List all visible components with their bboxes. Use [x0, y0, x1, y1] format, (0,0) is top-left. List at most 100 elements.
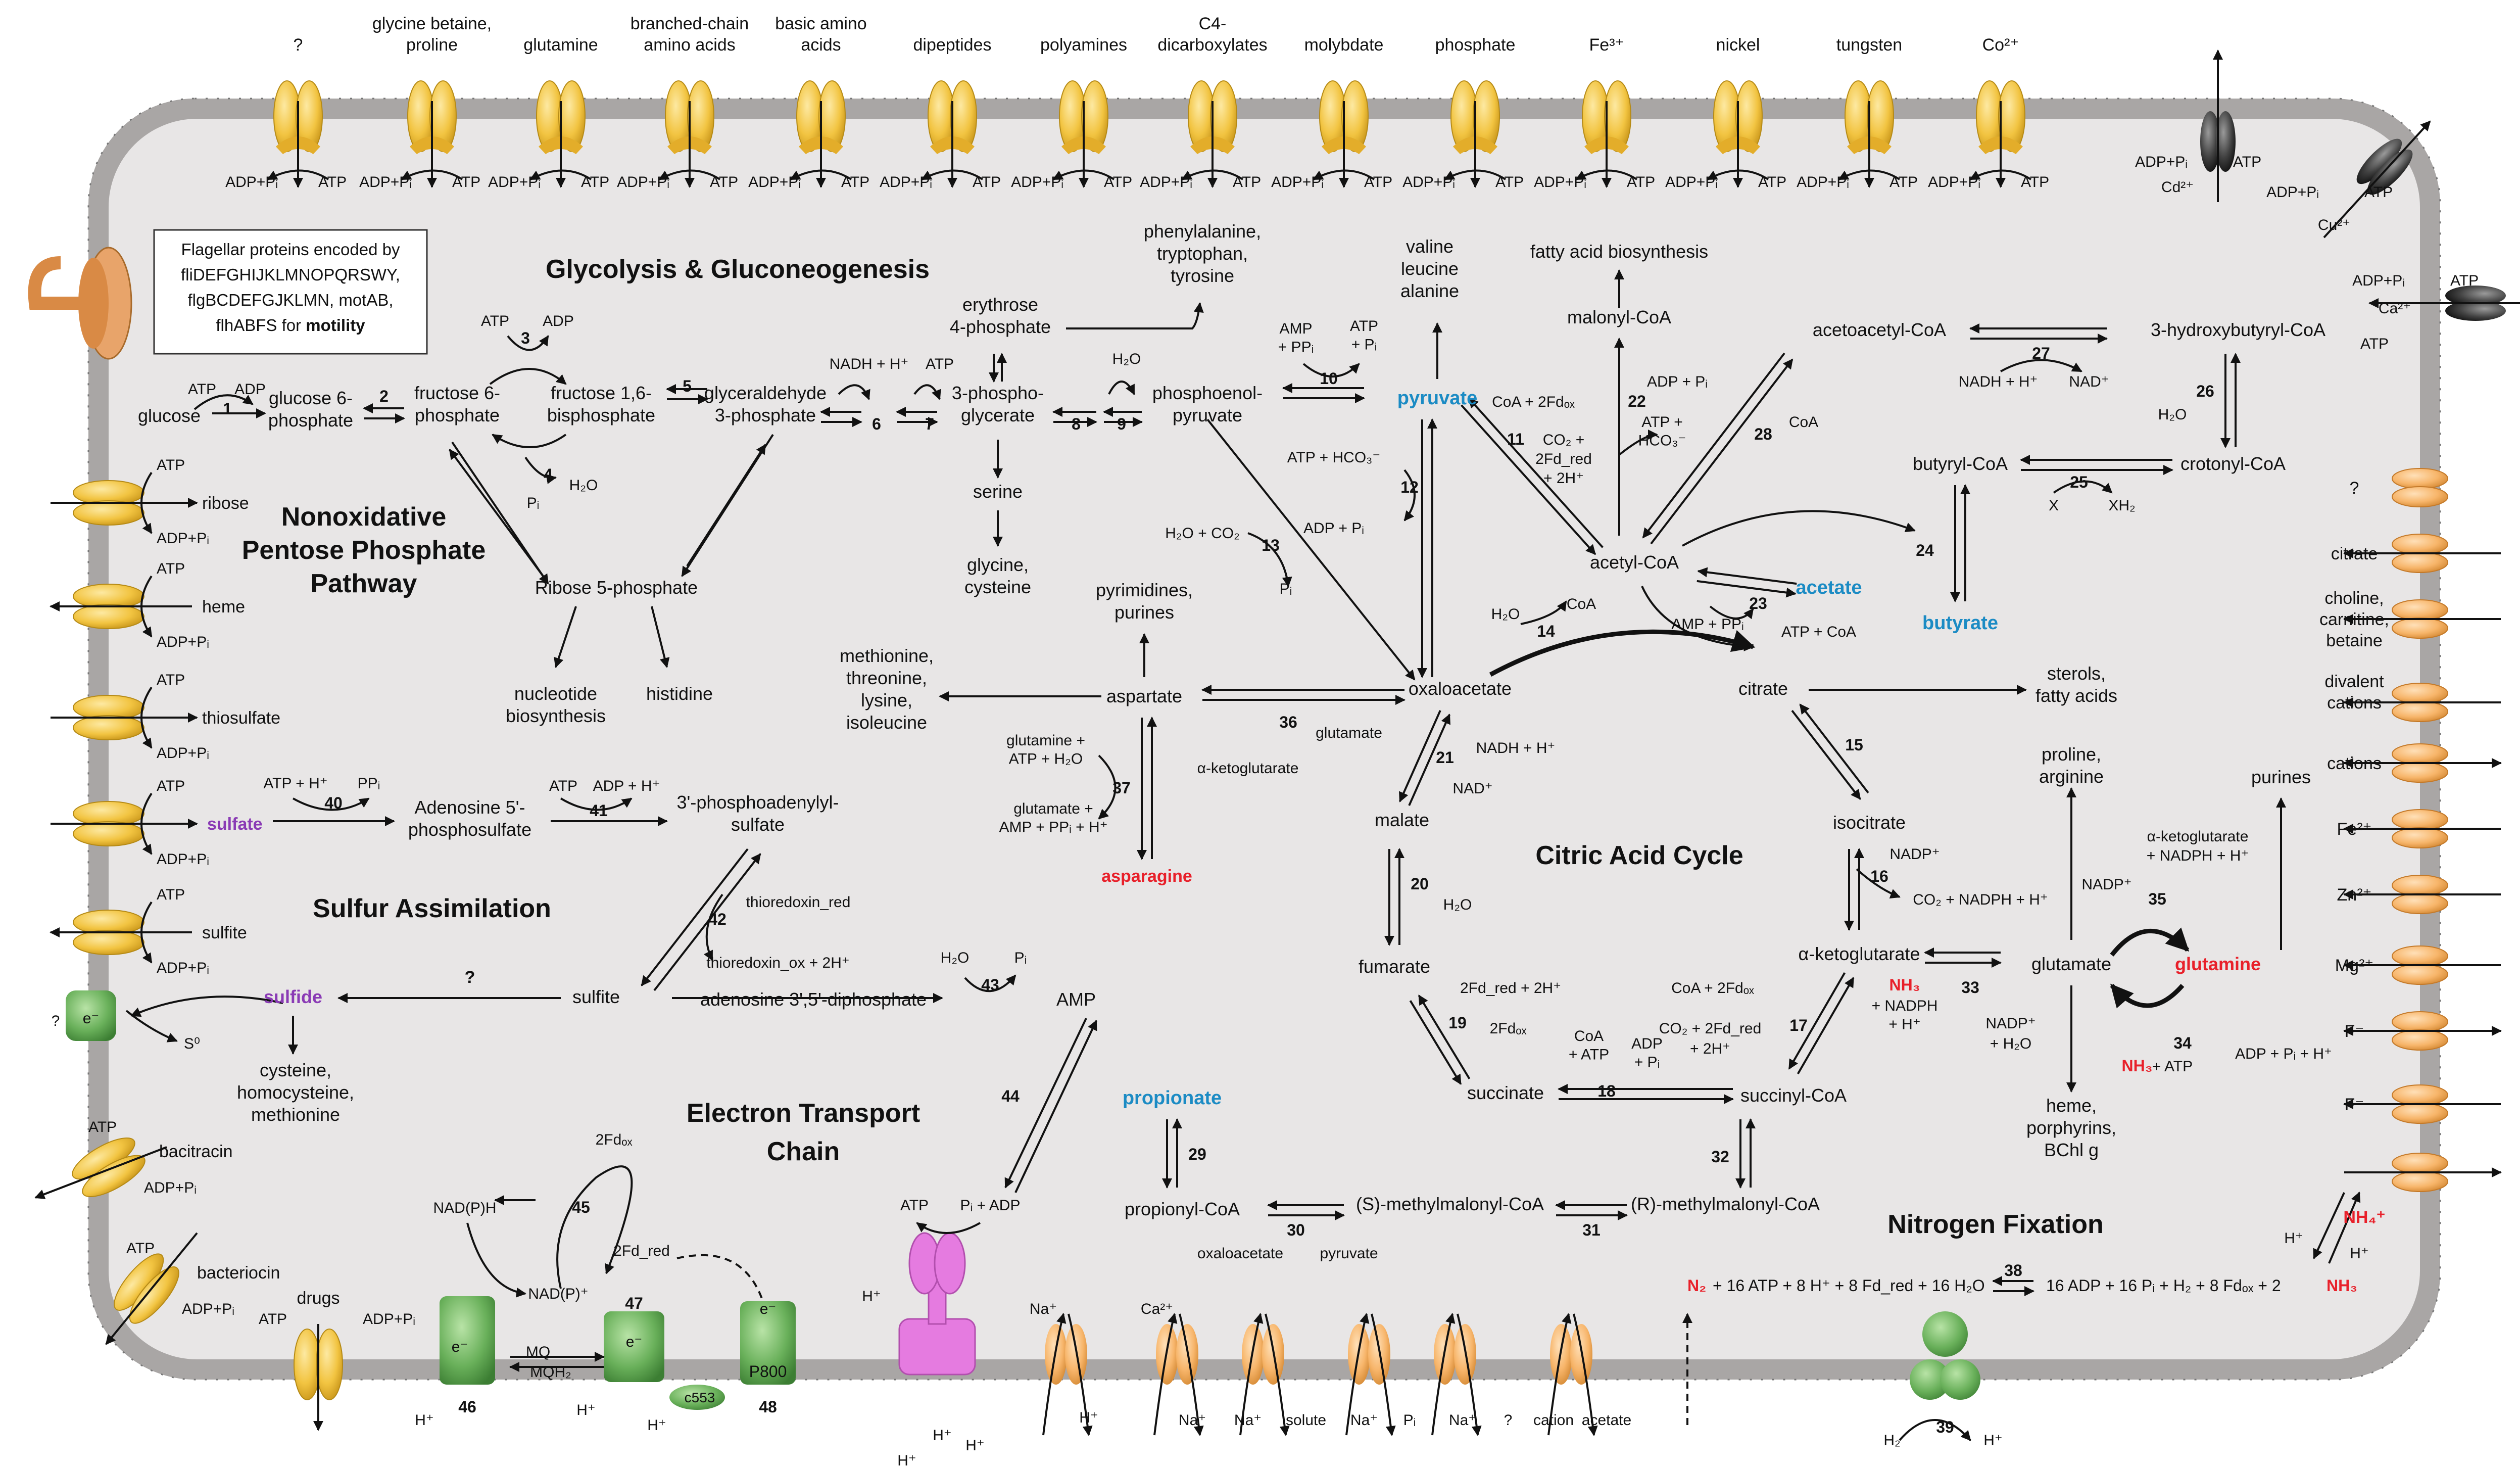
abc-transporter-diag — [114, 1253, 179, 1324]
adp-label: ADP+Pᵢ — [1928, 174, 1980, 191]
sdh-arrow — [1418, 995, 1471, 1079]
sterols-fatty-acids: sterols,fatty acids — [2036, 663, 2117, 706]
glutamate: glutamate — [2031, 954, 2111, 974]
right-substrate-1: citrate — [2331, 544, 2378, 563]
butyryl-coa-transferase-arrow — [1682, 510, 1916, 547]
label-coa_atp18: CoA+ ATP — [1569, 1028, 1609, 1063]
atp-hydrolysis-arrow — [1575, 169, 1638, 180]
serine: serine — [973, 481, 1023, 502]
adp-label: ADP+Pᵢ — [225, 174, 278, 191]
ferredoxin-electron-path — [676, 1254, 764, 1302]
label-nadh_27: NADH + H⁺ — [1959, 373, 2038, 390]
adp-label: ADP+Pᵢ — [157, 634, 209, 650]
atp-arrow-step3 — [507, 335, 549, 351]
ribose-5-phosphate: Ribose 5-phosphate — [535, 577, 698, 598]
label-s0: S⁰ — [184, 1035, 200, 1052]
step-number: 31 — [1582, 1221, 1601, 1239]
transporter-substrate-label: molybdate — [1304, 35, 1384, 55]
S-methylmalonyl-CoA: (S)-methylmalonyl-CoA — [1356, 1194, 1544, 1214]
adp-label: ADP+Pᵢ — [363, 1311, 415, 1328]
label-pyr30: pyruvate — [1320, 1245, 1378, 1262]
atp-hydrolysis-arrow — [658, 169, 721, 180]
atp-arrow-step1 — [193, 394, 254, 410]
drug-efflux-transporter — [294, 1329, 343, 1400]
citrate: citrate — [1738, 678, 1788, 699]
bottom-ion-6: Na⁺ — [1350, 1412, 1378, 1429]
purines: purines — [2251, 767, 2311, 787]
right-substrate-5: Fe²⁺ — [2337, 820, 2372, 839]
label-fdox45: 2Fdₒₓ — [596, 1131, 633, 1148]
atp-label: ATP — [973, 174, 1001, 191]
abc-transporter — [536, 80, 586, 154]
channel-flux-arrow — [1345, 1313, 1370, 1436]
label-glutamate36: glutamate — [1316, 725, 1382, 741]
label-ppi40: PPᵢ — [358, 775, 380, 792]
nh3-product: NH₃ — [2327, 1276, 2357, 1295]
label-nadh_h: NADH + H⁺ — [830, 356, 909, 372]
adp-label: ADP+Pᵢ — [2135, 154, 2188, 170]
electron-label: e⁻ — [83, 1010, 100, 1027]
atp-label: ATP — [1758, 174, 1786, 191]
abc-transporter-diag — [72, 1137, 146, 1198]
h-label: H⁺ — [2350, 1245, 2369, 1262]
propionate: propionate — [1123, 1087, 1222, 1109]
label-coa_fd: CoA + 2Fdₒₓ — [1492, 394, 1575, 410]
channel-flux-arrow — [1179, 1313, 1204, 1436]
abc-transporter — [1059, 80, 1108, 154]
atp-hydrolysis-arrow — [1444, 169, 1507, 180]
phosphoenolpyruvate: phosphoenol-pyruvate — [1152, 383, 1263, 425]
atp-arrow — [913, 384, 941, 400]
label-nad_27: NAD⁺ — [2069, 373, 2109, 390]
arrow-step3 — [489, 368, 567, 385]
label-oaa30: oxaloacetate — [1197, 1245, 1283, 1262]
step-number: 24 — [1916, 541, 1934, 559]
acetate: acetate — [1796, 577, 1862, 598]
label-adp41: ADP + H⁺ — [593, 778, 660, 794]
label-adp_pi: ADP + Pᵢ — [1647, 373, 1708, 390]
step-number: 45 — [572, 1198, 590, 1216]
flagellar-line: flhABFS for motility — [216, 316, 365, 335]
label-glutamate37b: glutamate +AMP + PPᵢ + H⁺ — [999, 800, 1107, 836]
label-nadp35: NADP⁺ — [2081, 876, 2131, 893]
aromatic-amino-acids: phenylalanine,tryptophan,tyrosine — [1144, 221, 1261, 286]
label-h_39: H⁺ — [897, 1452, 916, 1465]
pyrimidines-purines: pyrimidines,purines — [1096, 580, 1193, 623]
atp-label: ATP — [2364, 184, 2393, 201]
step-number: 2 — [379, 387, 389, 405]
label-adp: ADP — [234, 381, 266, 398]
alpha-ketoglutarate: α-ketoglutarate — [1799, 943, 1920, 964]
water-release-arrow — [1108, 381, 1135, 395]
h-label: H⁺ — [2284, 1230, 2303, 1247]
step-number: 8 — [1072, 415, 1081, 433]
glucose-6-phosphate: glucose 6-phosphate — [268, 388, 353, 431]
ofor-arrow — [1797, 977, 1855, 1075]
3-hydroxybutyryl-CoA: 3-hydroxybutyryl-CoA — [2151, 319, 2325, 340]
transporter-substrate-label: phosphate — [1435, 35, 1516, 55]
as-arrow — [1098, 754, 1117, 820]
flagellar-info-box — [153, 229, 428, 355]
methionine-threonine-lysine-isoleucine: methionine,threonine,lysine,isoleucine — [840, 645, 934, 733]
atp-label: ATP — [581, 174, 609, 191]
metal-efflux-transporter — [2356, 138, 2413, 195]
abc-transporter-left — [73, 801, 144, 846]
adp-label: ADP+Pᵢ — [617, 174, 669, 191]
title-sulfur: Sulfur Assimilation — [313, 894, 551, 923]
label-c553: c553 — [685, 1390, 715, 1405]
atp-label: ATP — [318, 174, 347, 191]
acs-arrow — [1709, 605, 1754, 620]
reversible-arrow — [1697, 580, 1797, 598]
step-number: 41 — [590, 801, 608, 820]
bottom-ion-0: Na⁺ — [1030, 1301, 1057, 1317]
atp-hydrolysis-arrow — [1838, 169, 1901, 180]
label-atp: ATP — [926, 356, 954, 372]
abc-transporter — [1582, 80, 1631, 154]
transporter-substrate-label: ? — [294, 35, 303, 55]
step-number: 23 — [1749, 594, 1767, 612]
channel-flux-arrow — [1573, 1313, 1598, 1436]
step-number: 34 — [2173, 1034, 2192, 1052]
step-number: 29 — [1188, 1145, 1206, 1163]
label-adp_pi_12: ADP + Pᵢ — [1303, 520, 1364, 537]
label-co2_16: CO₂ + NADPH + H⁺ — [1913, 891, 2048, 908]
